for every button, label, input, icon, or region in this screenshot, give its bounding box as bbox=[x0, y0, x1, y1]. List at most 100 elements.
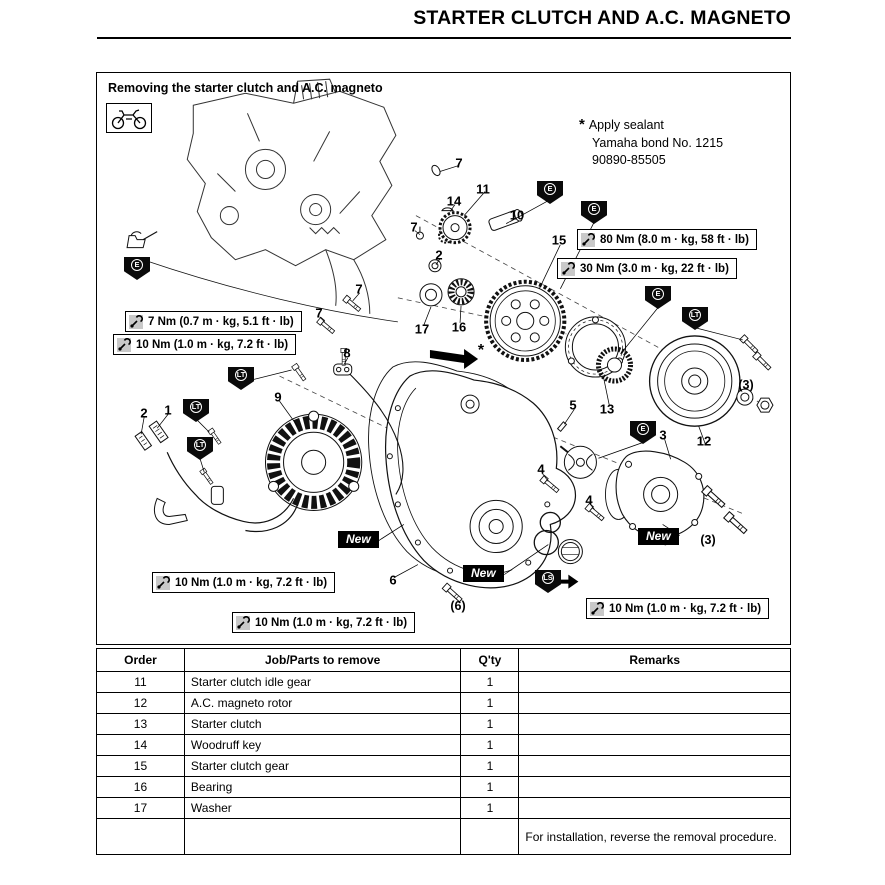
loctite-badge: LT bbox=[682, 307, 708, 330]
callout-12: 12 bbox=[696, 433, 712, 449]
torque-text: 10 Nm (1.0 m · kg, 7.2 ft · lb) bbox=[175, 576, 328, 589]
callout-14: 14 bbox=[446, 193, 462, 209]
cell-order: 17 bbox=[96, 797, 185, 819]
callout-15: 15 bbox=[551, 232, 567, 248]
cell-remarks bbox=[518, 713, 791, 735]
cell-job bbox=[183, 818, 462, 855]
crankcase-art bbox=[186, 78, 397, 314]
callout-9: 9 bbox=[274, 389, 282, 405]
torque-text: 7 Nm (0.7 m · kg, 5.1 ft · lb) bbox=[148, 315, 294, 328]
torque-text: 10 Nm (1.0 m · kg, 7.2 ft · lb) bbox=[255, 616, 408, 629]
table-row: 14 Woodruff key 1 bbox=[96, 734, 791, 756]
new-part-tag: New bbox=[638, 528, 679, 546]
cell-job: Starter clutch bbox=[183, 713, 462, 735]
parts-table: Order Job/Parts to remove Q'ty Remarks 1… bbox=[96, 648, 791, 855]
cell-remarks bbox=[518, 755, 791, 777]
wrench-icon bbox=[156, 575, 170, 590]
motorcycle-icon-box bbox=[106, 103, 152, 133]
torque-label-10nm-stator: 10 Nm (1.0 m · kg, 7.2 ft · lb) bbox=[113, 334, 297, 355]
cell-order: 12 bbox=[96, 692, 185, 714]
sealant-note-line2: Yamaha bond No. 1215 bbox=[592, 135, 724, 150]
qty-note-3: (3) bbox=[738, 378, 754, 392]
cell-job: Starter clutch idle gear bbox=[183, 671, 462, 693]
cell-remarks bbox=[518, 692, 791, 714]
wrench-icon bbox=[581, 232, 595, 247]
engine-oil-badge: E bbox=[581, 201, 607, 224]
gear-train-art bbox=[419, 278, 567, 363]
wrench-icon bbox=[117, 337, 131, 352]
col-header-job: Job/Parts to remove bbox=[183, 648, 462, 672]
torque-label-10nm-bottom-center: 10 Nm (1.0 m · kg, 7.2 ft · lb) bbox=[232, 612, 416, 633]
torque-text: 10 Nm (1.0 m · kg, 7.2 ft · lb) bbox=[136, 338, 289, 351]
cell-job: Woodruff key bbox=[183, 734, 462, 756]
cell-order bbox=[96, 818, 185, 855]
cell-remarks bbox=[518, 776, 791, 798]
torque-label-10nm-bottom-right: 10 Nm (1.0 m · kg, 7.2 ft · lb) bbox=[586, 598, 770, 619]
table-row: 17 Washer 1 bbox=[96, 797, 791, 819]
cell-qty: 1 bbox=[460, 671, 520, 693]
callout-4: 4 bbox=[537, 461, 545, 477]
oil-can-icon bbox=[126, 231, 398, 323]
cell-order: 15 bbox=[96, 755, 185, 777]
torque-text: 30 Nm (3.0 m · kg, 22 ft · lb) bbox=[580, 262, 729, 275]
cell-remarks bbox=[518, 734, 791, 756]
sealant-arrow bbox=[429, 348, 479, 370]
wrench-icon bbox=[561, 261, 575, 276]
torque-label-10nm-bottom-left: 10 Nm (1.0 m · kg, 7.2 ft · lb) bbox=[152, 572, 336, 593]
callout-10: 10 bbox=[509, 207, 525, 223]
grease-badge: LS bbox=[535, 570, 561, 593]
engine-oil-badge: E bbox=[630, 421, 656, 444]
stator-art bbox=[166, 373, 404, 532]
diagram-heading: Removing the starter clutch and A.C. mag… bbox=[108, 81, 383, 95]
callout-7: 7 bbox=[455, 155, 463, 171]
motorcycle-icon bbox=[111, 109, 147, 130]
table-row: 13 Starter clutch 1 bbox=[96, 713, 791, 735]
cell-job: Bearing bbox=[183, 776, 462, 798]
cell-qty: 1 bbox=[460, 713, 520, 735]
table-row: 16 Bearing 1 bbox=[96, 776, 791, 798]
table-header-row: Order Job/Parts to remove Q'ty Remarks bbox=[96, 648, 791, 672]
callout-13: 13 bbox=[599, 401, 615, 417]
cell-order: 16 bbox=[96, 776, 185, 798]
callout-4: 4 bbox=[585, 492, 593, 508]
starter-clutch-art bbox=[564, 316, 634, 384]
new-part-tag: New bbox=[463, 565, 504, 583]
cell-order: 13 bbox=[96, 713, 185, 735]
cell-job: A.C. magneto rotor bbox=[183, 692, 462, 714]
loctite-badge: LT bbox=[228, 367, 254, 390]
cell-qty: 1 bbox=[460, 755, 520, 777]
cell-qty bbox=[460, 818, 520, 855]
sealant-note-line3: 90890-85505 bbox=[592, 153, 666, 167]
loctite-badge: LT bbox=[187, 437, 213, 460]
lead-connectors-art bbox=[134, 420, 188, 525]
engine-oil-badge: E bbox=[124, 257, 150, 280]
callout-3: 3 bbox=[659, 427, 667, 443]
torque-label-80nm: 80 Nm (8.0 m · kg, 58 ft · lb) bbox=[577, 229, 757, 250]
callout-2: 2 bbox=[435, 247, 443, 263]
small-parts-art bbox=[316, 164, 523, 336]
callout-16: 16 bbox=[451, 319, 467, 335]
rotor-art bbox=[648, 334, 774, 427]
cell-job: Starter clutch gear bbox=[183, 755, 462, 777]
col-header-qty: Q'ty bbox=[460, 648, 520, 672]
wire-bracket-art bbox=[199, 348, 353, 486]
cell-order: 11 bbox=[96, 671, 185, 693]
cell-qty: 1 bbox=[460, 734, 520, 756]
callout-2: 2 bbox=[140, 405, 148, 421]
torque-label-7nm: 7 Nm (0.7 m · kg, 5.1 ft · lb) bbox=[125, 311, 302, 332]
exploded-diagram-panel: Removing the starter clutch and A.C. mag… bbox=[96, 72, 791, 645]
wrench-icon bbox=[236, 615, 250, 630]
torque-label-30nm: 30 Nm (3.0 m · kg, 22 ft · lb) bbox=[557, 258, 737, 279]
cell-job: Washer bbox=[183, 797, 462, 819]
grease-arrow bbox=[556, 574, 579, 589]
callout-7: 7 bbox=[355, 281, 363, 297]
callout-7: 7 bbox=[315, 305, 323, 321]
callout-5: 5 bbox=[569, 397, 577, 413]
table-row: 15 Starter clutch gear 1 bbox=[96, 755, 791, 777]
col-header-order: Order bbox=[96, 648, 185, 672]
wrench-icon bbox=[590, 601, 604, 616]
qty-note-6: (6) bbox=[450, 599, 466, 613]
asterisk: * bbox=[579, 116, 585, 133]
col-header-remarks: Remarks bbox=[518, 648, 791, 672]
table-row: 12 A.C. magneto rotor 1 bbox=[96, 692, 791, 714]
